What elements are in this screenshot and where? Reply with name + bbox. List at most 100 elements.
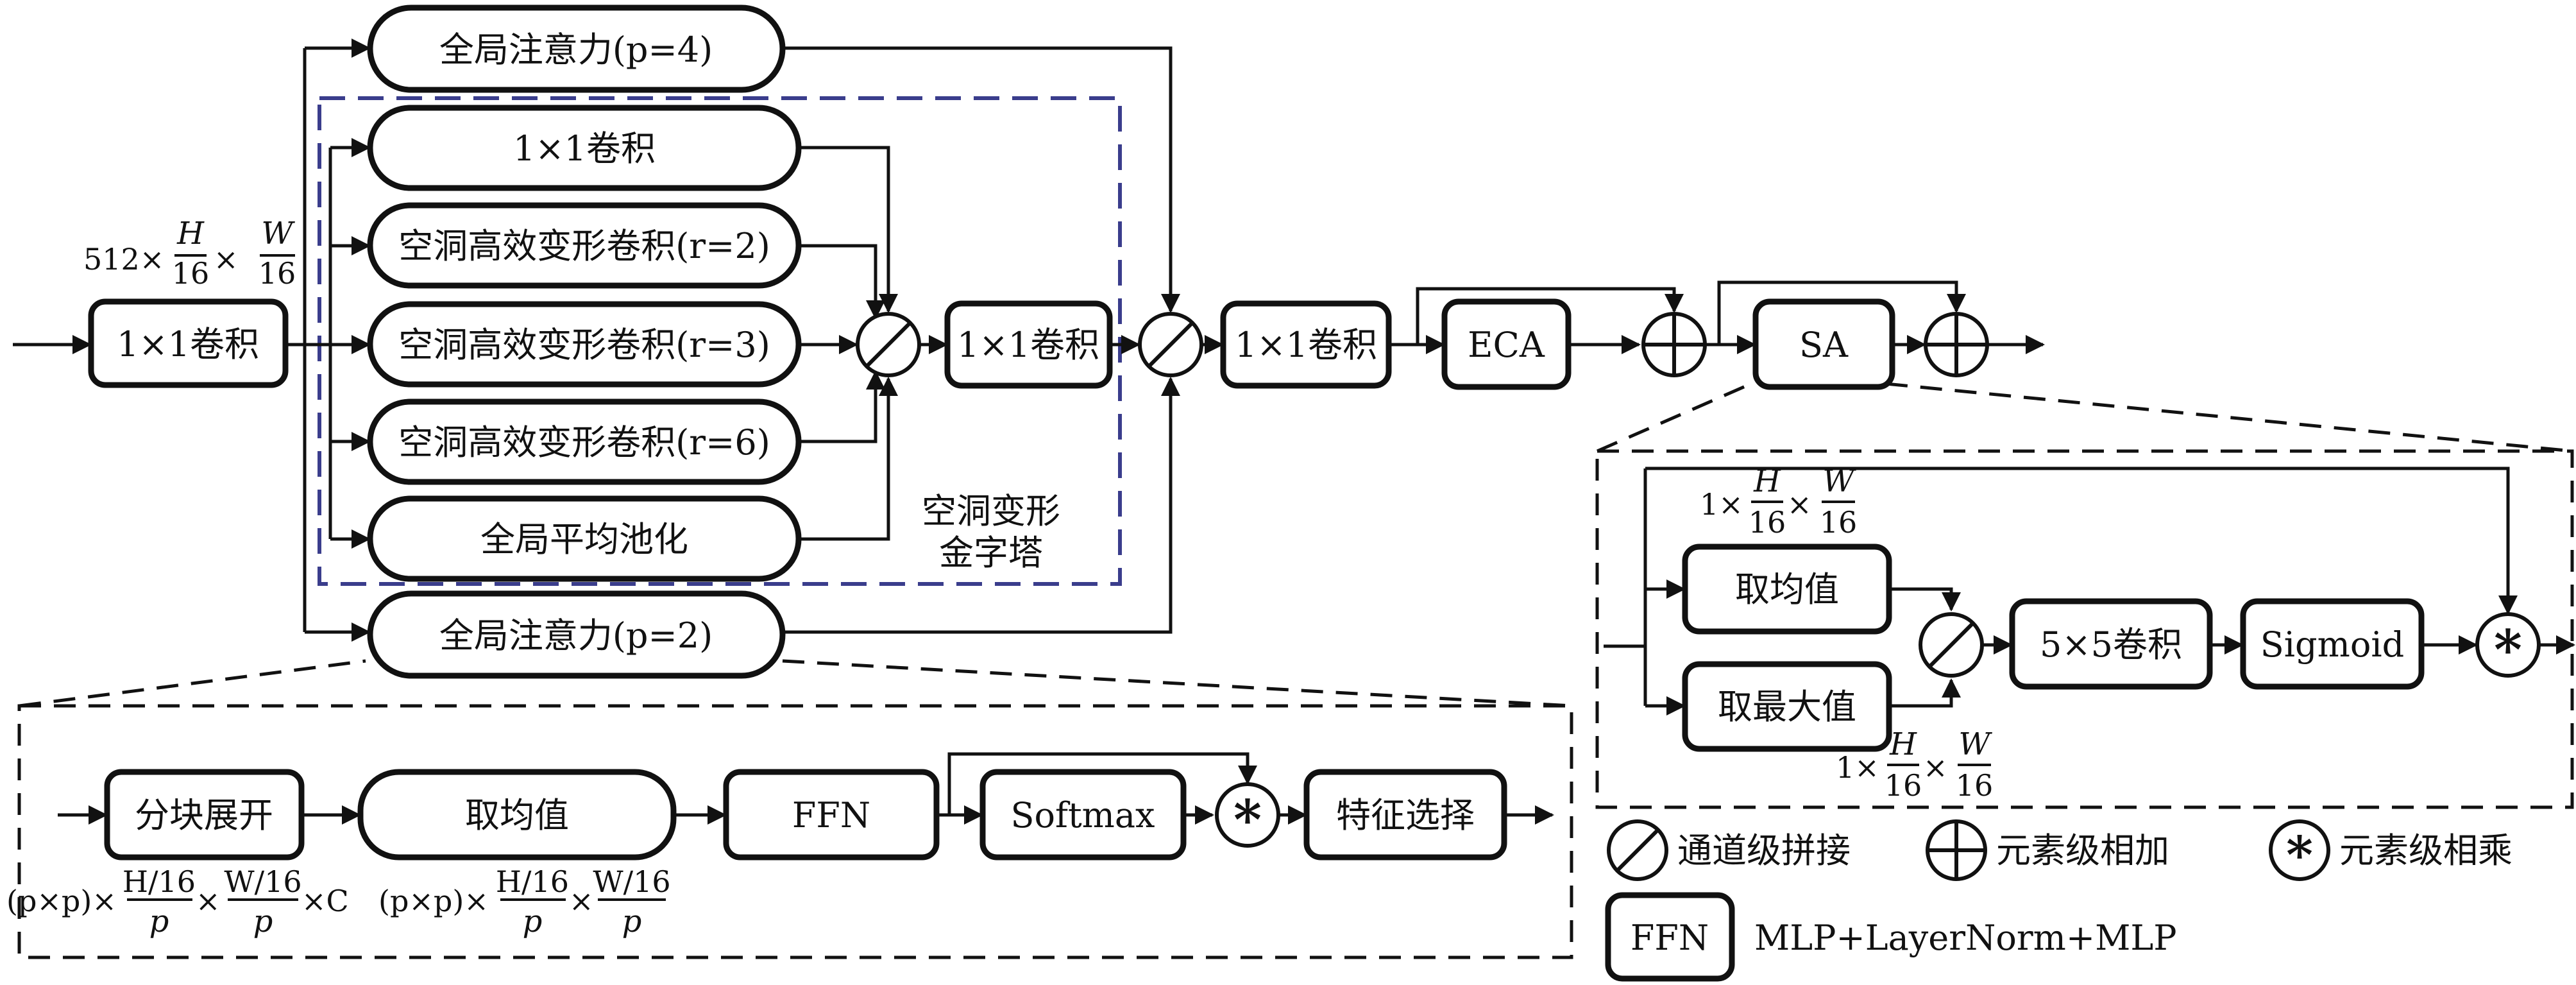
eca-label: ECA xyxy=(1468,325,1545,365)
svg-text:Softmax: Softmax xyxy=(1010,795,1155,835)
pyramid-conv-label: 1×1卷积 xyxy=(513,128,656,169)
sa-mul-op: * xyxy=(2475,612,2541,681)
conv-mid-block: 1×1卷积 xyxy=(944,300,1113,389)
svg-text:16: 16 xyxy=(172,256,210,291)
svg-text:分块展开: 分块展开 xyxy=(135,795,273,835)
input-dims-label: 512× H 16 × W 16 xyxy=(83,216,296,291)
svg-text:H: H xyxy=(1889,726,1917,762)
svg-text:特征选择: 特征选择 xyxy=(1336,795,1475,835)
svg-text:×: × xyxy=(1787,487,1812,522)
dilated-conv-r2-block: 空洞高效变形卷积(r=2) xyxy=(367,202,802,289)
svg-text:W: W xyxy=(261,216,295,252)
svg-text:Sigmoid: Sigmoid xyxy=(2260,624,2404,665)
svg-text:*: * xyxy=(2286,825,2313,885)
sa-dims-top: 1× H 16 × W 16 xyxy=(1700,463,1857,540)
svg-text:*: * xyxy=(1233,788,1262,852)
legend-mul-icon: * xyxy=(2269,819,2330,885)
global-avg-pool-block: 全局平均池化 xyxy=(367,495,802,582)
svg-text:W: W xyxy=(1958,726,1992,762)
pyramid-conv-block: 1×1卷积 xyxy=(367,105,802,191)
legend-ffn-box: FFN xyxy=(1605,892,1735,982)
add-op-2 xyxy=(1924,312,1989,377)
svg-text:W: W xyxy=(1822,463,1856,499)
svg-text:FFN: FFN xyxy=(1631,918,1709,958)
legend-add-icon xyxy=(1926,819,1987,881)
svg-text:p: p xyxy=(149,904,169,939)
conv-mid-label: 1×1卷积 xyxy=(957,325,1099,365)
svg-text:p: p xyxy=(622,904,642,939)
svg-text:p: p xyxy=(253,904,273,939)
svg-text:1×: 1× xyxy=(1836,750,1879,785)
dil-r3-label: 空洞高效变形卷积(r=3) xyxy=(398,325,770,365)
conv-out-label: 1×1卷积 xyxy=(1235,325,1377,365)
pyramid-frame xyxy=(318,96,1122,586)
sa-detail-frame xyxy=(1595,382,2574,809)
ga-dims-1: (p×p)× H/16 p × W/16 p ×C xyxy=(6,864,349,939)
add-op-1 xyxy=(1641,312,1707,377)
pyramid-title-line2: 金字塔 xyxy=(939,533,1043,573)
ga-mean-block: 取均值 xyxy=(357,769,677,861)
svg-text:×C: ×C xyxy=(301,884,349,918)
svg-text:×: × xyxy=(569,884,594,918)
ga-p4-label: 全局注意力(p=4) xyxy=(439,30,713,70)
svg-text:(p×p)×: (p×p)× xyxy=(378,884,489,918)
svg-text:16: 16 xyxy=(1820,505,1858,540)
sa-mean-block: 取均值 xyxy=(1682,544,1892,635)
svg-text:×: × xyxy=(214,242,239,277)
svg-text:p: p xyxy=(523,904,543,939)
svg-text:(p×p)×: (p×p)× xyxy=(6,884,117,918)
svg-text:16: 16 xyxy=(1885,768,1922,803)
dil-r2-label: 空洞高效变形卷积(r=2) xyxy=(398,226,770,266)
dilated-conv-r3-block: 空洞高效变形卷积(r=3) xyxy=(367,301,802,388)
legend-concat-label: 通道级拼接 xyxy=(1677,830,1851,871)
svg-text:W/16: W/16 xyxy=(224,864,301,899)
svg-text:×: × xyxy=(1923,750,1948,785)
ga-dims-2: (p×p)× H/16 p × W/16 p xyxy=(378,864,671,939)
svg-text:W/16: W/16 xyxy=(593,864,670,899)
legend-add-label: 元素级相加 xyxy=(1996,830,2169,871)
sa-max-block: 取最大值 xyxy=(1682,661,1892,752)
conv-in-block: 1×1卷积 xyxy=(88,298,289,388)
svg-text:取均值: 取均值 xyxy=(1735,569,1839,610)
ga-patch-block: 分块展开 xyxy=(104,769,305,861)
sa-detail-connectors xyxy=(1604,467,2575,715)
global-attention-p4-block: 全局注意力(p=4) xyxy=(367,4,786,93)
pyramid-title-line1: 空洞变形 xyxy=(922,491,1060,531)
svg-text:1×: 1× xyxy=(1700,487,1743,522)
legend: 通道级拼接 元素级相加 * 元素级相乘 FFN MLP+LayerNorm+ML… xyxy=(1605,819,2512,982)
dilated-conv-r6-block: 空洞高效变形卷积(r=6) xyxy=(367,398,802,485)
svg-text:H/16: H/16 xyxy=(123,864,196,899)
sa-label: SA xyxy=(1799,325,1849,365)
main-connectors xyxy=(13,39,2045,642)
svg-text:512×: 512× xyxy=(83,242,164,277)
sa-concat-op xyxy=(1919,612,1984,678)
svg-text:16: 16 xyxy=(1749,505,1786,540)
svg-text:×: × xyxy=(196,884,221,918)
ga-mul-op: * xyxy=(1215,782,1280,852)
legend-mul-label: 元素级相乘 xyxy=(2339,830,2512,871)
svg-text:取最大值: 取最大值 xyxy=(1718,687,1856,727)
sa-sigmoid-block: Sigmoid xyxy=(2240,598,2425,690)
global-attention-p2-block: 全局注意力(p=2) xyxy=(367,590,786,679)
conv-in-label: 1×1卷积 xyxy=(117,324,259,364)
ga-ffn-block: FFN xyxy=(723,769,940,861)
concat-op-1 xyxy=(856,312,921,377)
sa-block: SA xyxy=(1752,298,1895,390)
gap-label: 全局平均池化 xyxy=(480,519,688,560)
eca-block: ECA xyxy=(1441,298,1572,390)
svg-text:5×5卷积: 5×5卷积 xyxy=(2040,624,2182,665)
dil-r6-label: 空洞高效变形卷积(r=6) xyxy=(398,422,770,463)
ga-select-block: 特征选择 xyxy=(1303,769,1507,861)
ga-detail-frame xyxy=(17,659,1573,959)
svg-text:*: * xyxy=(2494,618,2522,681)
ga-p2-label: 全局注意力(p=2) xyxy=(439,615,713,656)
svg-text:FFN: FFN xyxy=(792,795,870,835)
ga-detail-connectors xyxy=(58,752,1554,825)
sa-dims-bottom: 1× H 16 × W 16 xyxy=(1836,726,1993,803)
svg-text:16: 16 xyxy=(1956,768,1994,803)
svg-text:16: 16 xyxy=(258,256,296,291)
svg-text:H/16: H/16 xyxy=(496,864,569,899)
conv-out-block: 1×1卷积 xyxy=(1220,300,1392,389)
legend-ffn-desc: MLP+LayerNorm+MLP xyxy=(1754,918,2177,958)
